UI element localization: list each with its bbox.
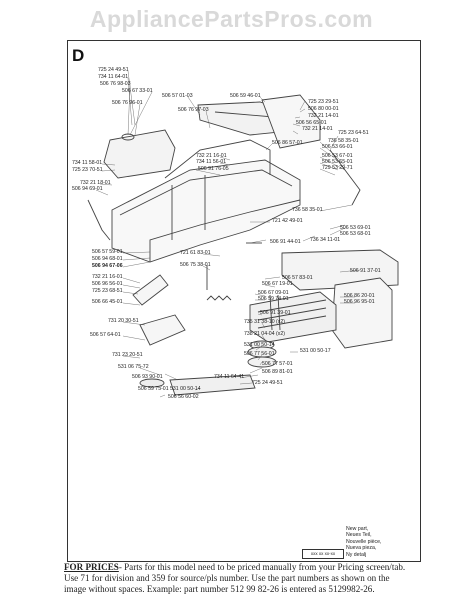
part-label: 531 00 50-14 xyxy=(170,386,201,392)
part-label: 732 21 16-01 xyxy=(92,274,123,280)
part-label: 506 56 60-02 xyxy=(168,394,199,400)
part-label: 736 58 35-01 xyxy=(328,138,359,144)
part-label: 506 53 68-01 xyxy=(340,231,371,237)
part-number-labels: 725 24 49-51 734 11 64-01 506 76 98-03 5… xyxy=(72,67,381,400)
part-label: 721 42 49-01 xyxy=(272,218,303,224)
part-label: 506 76 97-03 xyxy=(178,107,209,113)
part-label: 506 75 38-01 xyxy=(180,262,211,268)
legend-line: Nueva pieza, xyxy=(346,545,377,552)
part-label: 732 21 14-01 xyxy=(302,126,333,132)
for-prices-heading: FOR PRICES xyxy=(64,562,119,572)
part-label: 531 00 50-14 xyxy=(244,342,275,348)
part-label: 729 53 29-71 xyxy=(322,165,353,171)
legend-line: Neues Teil, xyxy=(346,532,372,539)
part-label: 506 59 74-01 xyxy=(258,296,289,302)
part-label: 731 23 20-51 xyxy=(112,352,143,358)
part-label: 735 31 38-10 (x2) xyxy=(244,319,285,325)
part-label: 506 86 20-01 xyxy=(344,293,375,299)
part-label: 732 21 14-01 xyxy=(308,113,339,119)
drawing-outlines xyxy=(87,94,399,396)
part-label: 506 91 39-01 xyxy=(260,310,291,316)
part-label: 506 57 83-01 xyxy=(282,275,313,281)
part-label: 725 23 68-51 xyxy=(92,288,123,294)
part-label: 506 93 90-01 xyxy=(132,374,163,380)
section-letter: D xyxy=(72,46,85,65)
part-label: 734 11 58-01 xyxy=(72,160,102,166)
part-label: 725 24 49-51 xyxy=(98,67,129,73)
footer-line-1: FOR PRICES- Parts for this model need to… xyxy=(64,562,432,573)
part-label: 506 91 76-05 xyxy=(198,166,229,172)
part-label: 506 94 68-01 xyxy=(92,256,123,262)
part-label: 531 06 75-72 xyxy=(118,364,149,370)
part-label: 531 00 50-17 xyxy=(300,348,331,354)
part-label: 506 77 57-01 xyxy=(262,361,293,367)
watermark: AppliancePartsPros.com xyxy=(89,6,374,32)
new-part-legend-box: xxx xx xx-xx xyxy=(302,549,344,559)
part-label: 506 59 46-01 xyxy=(230,93,261,99)
part-label: 506 96 56-01 xyxy=(92,281,123,287)
footer-line-1-text: - Parts for this model need to be priced… xyxy=(118,562,406,572)
part-label: 736 34 11-01 xyxy=(310,237,340,243)
part-label: 506 76 98-03 xyxy=(100,81,131,87)
part-label: 506 53 67-01 xyxy=(322,153,353,159)
footer-line-3: image without spaces. Example: part numb… xyxy=(64,584,375,594)
part-label: 725 23 29-51 xyxy=(308,99,339,105)
part-label: 736 58 35-01 xyxy=(292,207,323,213)
part-label: 506 94 69-01 xyxy=(72,186,103,192)
part-label: 725 24 49-51 xyxy=(252,380,283,386)
part-label: 734 11 56-01 xyxy=(196,159,226,165)
part-label: 506 57 59-01 xyxy=(92,249,123,255)
legend-line: New part, xyxy=(346,526,369,532)
part-label: 506 76 96-01 xyxy=(112,100,143,106)
part-label: 506 96 95-01 xyxy=(344,299,375,305)
part-label: 506 67 09-01 xyxy=(258,290,289,296)
part-label: 734 11 64-41 xyxy=(214,374,244,380)
part-label: 725 23 64-51 xyxy=(338,130,369,136)
part-label: 506 67 33-01 xyxy=(122,88,153,94)
part-label: 506 91 44-01 xyxy=(270,239,301,245)
new-part-legend-text: New part, Neues Teil, Nouvelle pièce, Nu… xyxy=(346,526,381,558)
part-label: 506 57 01-03 xyxy=(162,93,193,99)
part-label: 721 61 83-01 xyxy=(180,250,211,256)
part-label: 506 91 37-01 xyxy=(350,268,381,274)
part-label: 732 21 16-01 xyxy=(196,153,227,159)
part-label: 506 89 81-01 xyxy=(262,369,293,375)
part-label: 506 66 45-01 xyxy=(92,299,123,305)
part-label: 506 67 19-01 xyxy=(262,281,293,287)
part-label: 506 94 67-06 xyxy=(92,263,123,269)
part-label: 506 86 57-01 xyxy=(272,140,303,146)
part-label: 506 59 75-01 xyxy=(138,386,169,392)
part-label: 731 20 30-51 xyxy=(108,318,139,324)
legend-line: Ny detalj xyxy=(346,551,367,558)
part-label: 725 23 70-51 xyxy=(72,167,103,173)
part-label: 506 53 69-01 xyxy=(340,225,371,231)
part-label: 506 77 56-01 xyxy=(244,351,275,357)
leader-lines xyxy=(95,70,361,398)
pricing-instructions: FOR PRICES- Parts for this model need to… xyxy=(64,562,432,595)
footer-line-2: Use 71 for division and 359 for source/p… xyxy=(64,573,390,583)
part-label: 506 80 00-01 xyxy=(308,106,339,112)
part-label: 734 11 64-01 xyxy=(98,74,128,80)
part-label: 732 21 18-01 xyxy=(80,180,111,186)
legend-line: Nouvelle pièce, xyxy=(346,538,382,545)
part-label: 738 21 04-04 (x2) xyxy=(244,331,285,337)
part-label: 506 56 65-01 xyxy=(296,120,327,126)
part-label: 506 53 65-01 xyxy=(322,159,353,165)
part-label: 506 57 64-01 xyxy=(90,332,121,338)
part-label: 506 53 66-01 xyxy=(322,144,353,150)
